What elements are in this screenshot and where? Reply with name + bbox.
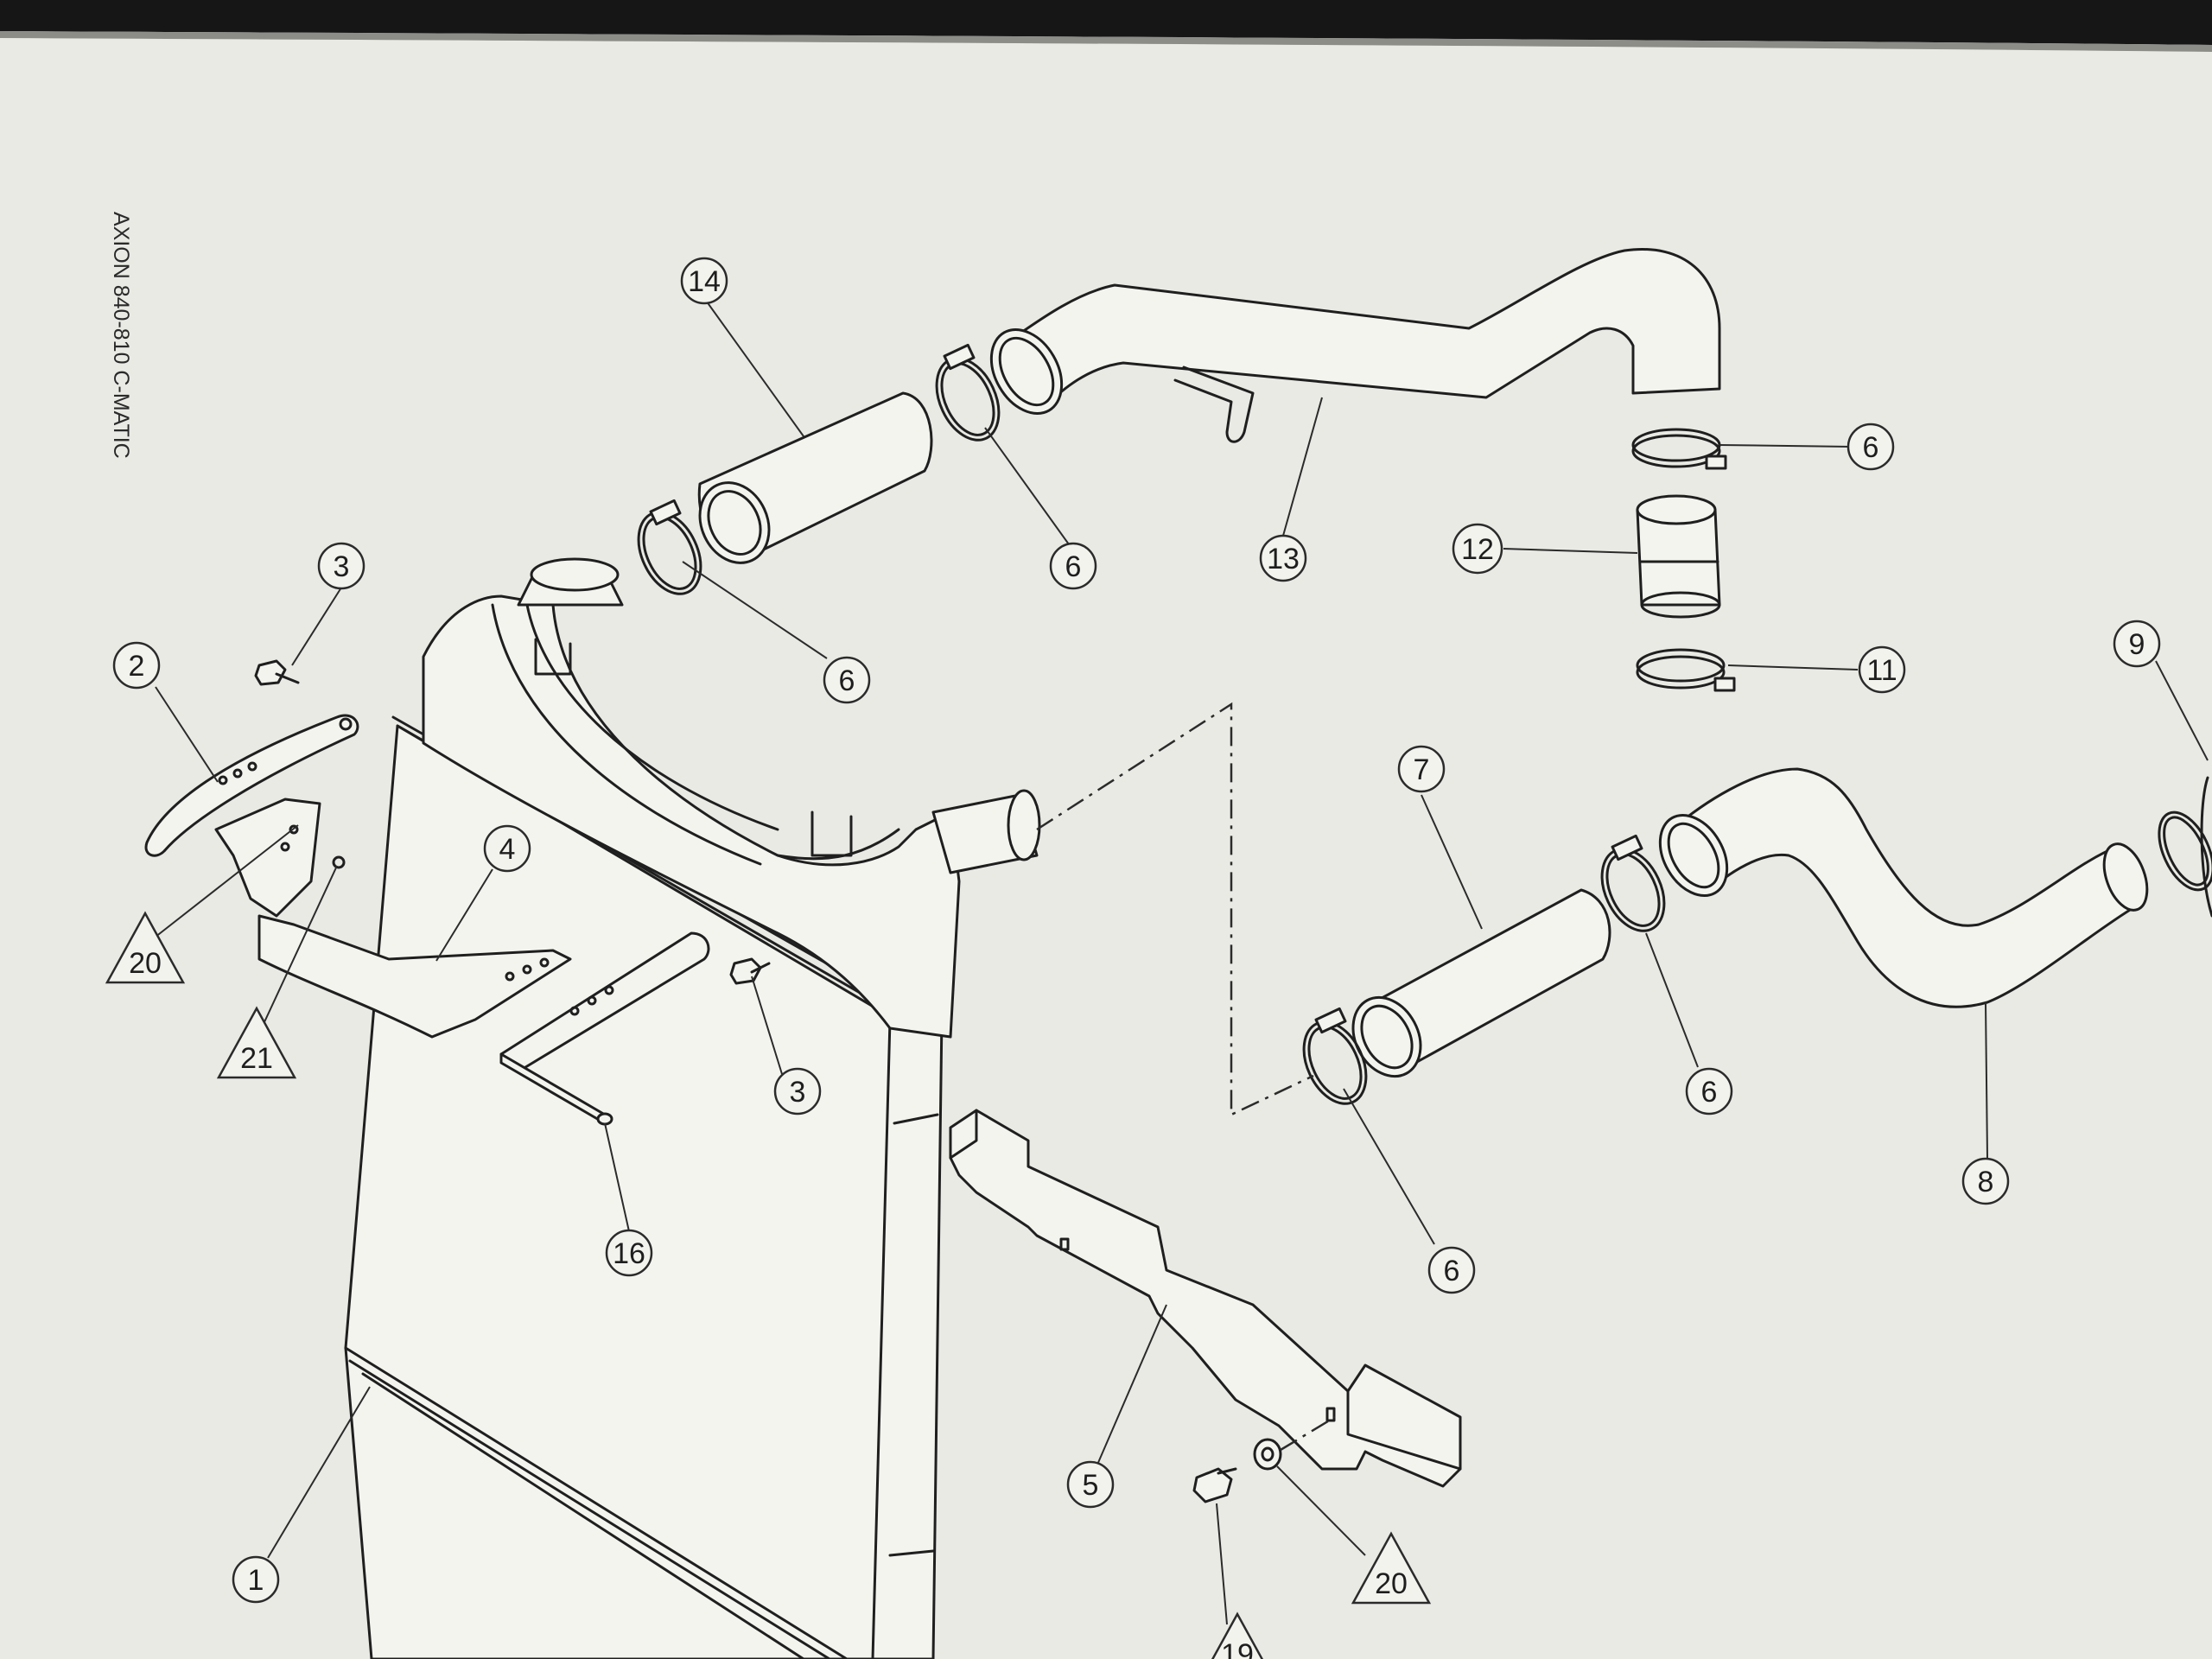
svg-text:2: 2	[129, 650, 145, 683]
callout-6-a: 6	[823, 656, 871, 704]
svg-text:14: 14	[688, 265, 721, 298]
callout-2: 2	[112, 641, 161, 690]
assembly-line-dashed	[1036, 702, 1314, 1116]
svg-text:19: 19	[1221, 1638, 1254, 1659]
bracket-2	[144, 714, 359, 857]
svg-text:20: 20	[129, 947, 162, 980]
baffle-5	[949, 1109, 1462, 1488]
svg-text:12: 12	[1461, 533, 1494, 566]
binding-shadow	[0, 31, 2212, 52]
callout-6-d: 6	[1685, 1067, 1733, 1116]
callout-11: 11	[1858, 645, 1906, 694]
clamp-11	[1636, 648, 1736, 692]
svg-text:6: 6	[1065, 550, 1082, 583]
callout-13: 13	[1259, 534, 1307, 582]
svg-text:5: 5	[1083, 1469, 1099, 1502]
callout-21: 21	[216, 1006, 297, 1079]
svg-text:8: 8	[1978, 1166, 1994, 1198]
callout-12: 12	[1452, 523, 1503, 575]
pipe-8	[1658, 767, 2149, 1008]
svg-text:6: 6	[839, 664, 855, 697]
svg-text:13: 13	[1267, 543, 1300, 575]
bolt-19	[1192, 1467, 1237, 1503]
hose-clamp-far-right	[2158, 776, 2212, 918]
rod-16	[499, 931, 710, 1126]
callout-16: 16	[605, 1229, 653, 1277]
callout-6-b: 6	[1049, 542, 1097, 590]
strap-4	[257, 914, 572, 1039]
callout-3-lower: 3	[773, 1067, 822, 1116]
callout-5: 5	[1066, 1460, 1115, 1509]
bolt-3-upper	[254, 659, 300, 686]
callout-9: 9	[2113, 620, 2161, 668]
svg-text:7: 7	[1414, 753, 1430, 786]
washer-20-lower	[1253, 1438, 1282, 1471]
svg-text:6: 6	[1444, 1255, 1460, 1287]
hose-clamp-lower-left	[1302, 1007, 1368, 1105]
hose-clamp-lower-mid	[1600, 834, 1666, 932]
model-text: AXION 840-810 C-MATIC	[109, 212, 133, 459]
washer-21	[332, 855, 346, 869]
hose-clamp-upper-mid	[935, 343, 1001, 442]
assembly-line-washer	[1280, 1415, 1336, 1452]
intercooler-manifold	[422, 557, 1041, 1039]
book-binding	[0, 0, 2212, 45]
hose-7	[1351, 888, 1611, 1078]
callout-6-c: 6	[1847, 423, 1895, 471]
svg-text:6: 6	[1863, 431, 1879, 464]
pipe-13	[989, 248, 1721, 443]
svg-text:9: 9	[2129, 628, 2145, 661]
callout-3-upper: 3	[317, 542, 365, 590]
callout-20-lower: 20	[1351, 1531, 1432, 1605]
callout-6-e: 6	[1427, 1246, 1476, 1294]
svg-text:20: 20	[1375, 1567, 1408, 1600]
callout-1: 1	[232, 1555, 280, 1604]
svg-text:16: 16	[613, 1237, 645, 1270]
callout-7: 7	[1397, 745, 1446, 793]
callout-19: 19	[1211, 1611, 1264, 1659]
callout-4: 4	[483, 824, 531, 873]
hose-clamp-upper-left	[637, 499, 702, 595]
hose-14	[697, 391, 933, 564]
svg-text:21: 21	[240, 1042, 273, 1075]
callout-8: 8	[1961, 1157, 2010, 1205]
callout-20-upper: 20	[105, 911, 186, 984]
svg-text:3: 3	[790, 1076, 806, 1109]
svg-text:1: 1	[248, 1564, 264, 1597]
svg-text:4: 4	[499, 833, 516, 866]
svg-text:11: 11	[1866, 654, 1897, 687]
svg-text:3: 3	[334, 550, 350, 583]
sleeve-12	[1636, 494, 1721, 619]
callout-14: 14	[680, 257, 728, 305]
leader-lines	[146, 297, 2209, 1625]
svg-text:6: 6	[1701, 1076, 1718, 1109]
